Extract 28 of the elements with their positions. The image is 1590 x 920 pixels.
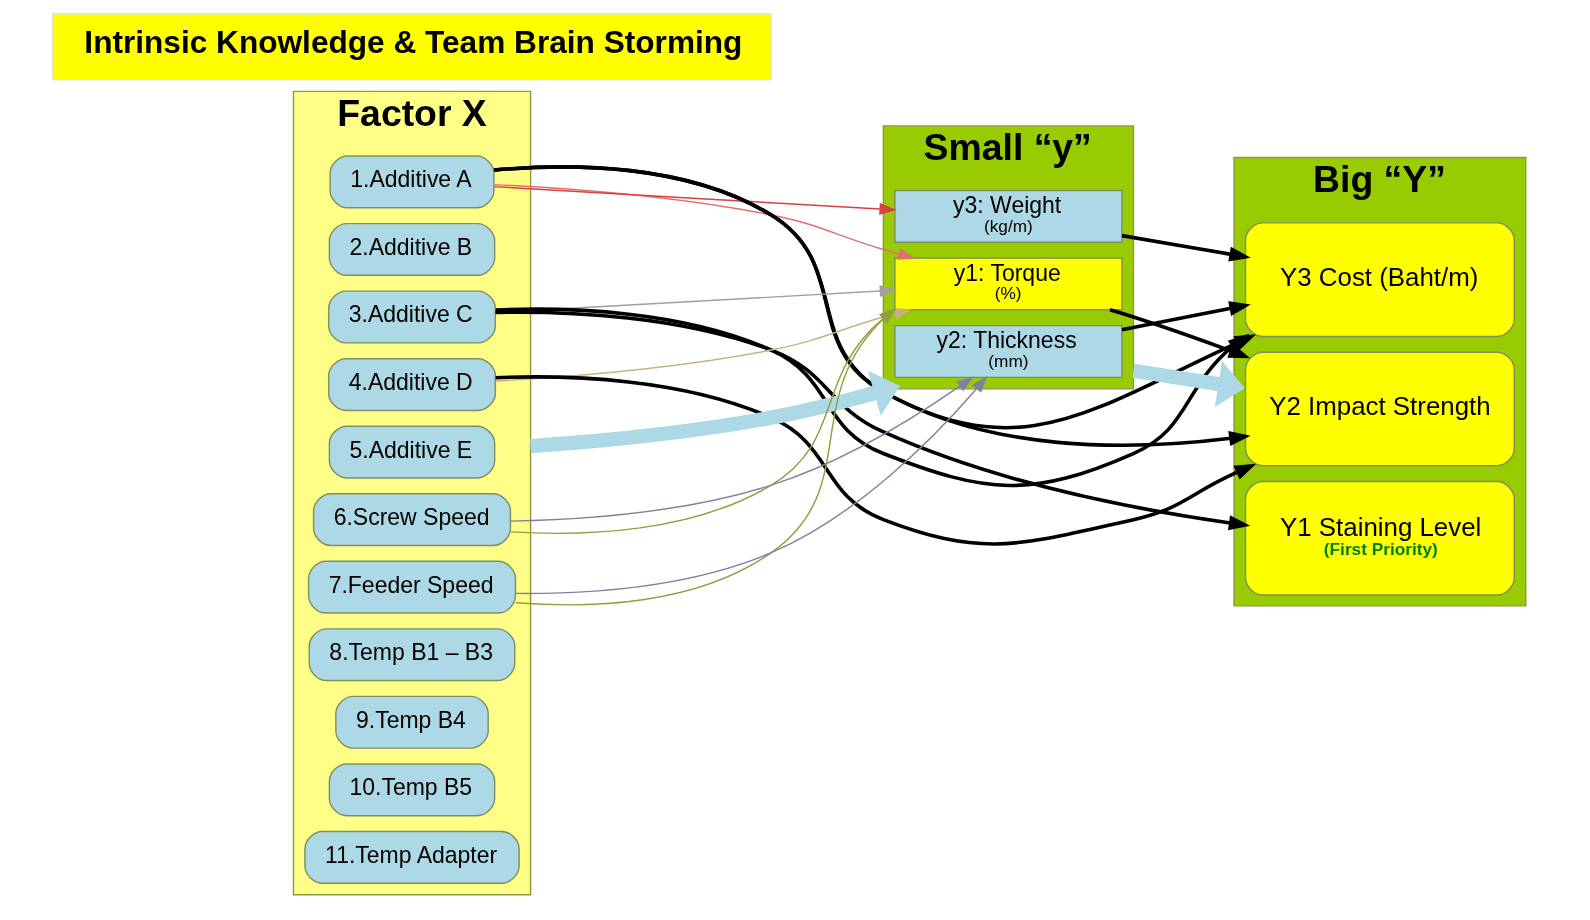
- node-box: y1: Torque (%): [894, 257, 1123, 311]
- node-box: 3.Additive C: [327, 290, 497, 344]
- arrow: [1132, 360, 1245, 408]
- node-box: Y1 Staining Level (First Priority): [1244, 480, 1515, 596]
- node-box: 5.Additive E: [328, 425, 496, 479]
- node-box: 7.Feeder Speed: [307, 560, 517, 614]
- arrow: [509, 376, 974, 522]
- arrow: [495, 375, 1257, 546]
- node-box: Y2 Impact Strength: [1244, 351, 1515, 467]
- node-box: 4.Additive D: [327, 357, 497, 412]
- arrow: [515, 375, 988, 595]
- node-box: 9.Temp B4: [335, 695, 489, 749]
- node-box: 2.Additive B: [328, 222, 496, 277]
- arrow: [1121, 233, 1251, 262]
- node-box: 11.Temp Adapter: [304, 830, 520, 884]
- arrow: [1121, 301, 1251, 332]
- arrow: [1109, 308, 1251, 359]
- node-box: y2: Thickness (mm): [894, 324, 1123, 379]
- node-box: Y3 Cost (Baht/m): [1244, 222, 1515, 338]
- node-box: 8.Temp B1 – B3: [308, 628, 516, 682]
- node-box: 10.Temp B5: [328, 763, 496, 817]
- arrow: [530, 370, 901, 454]
- node-box: 6.Screw Speed: [312, 493, 512, 547]
- arrow: [493, 185, 897, 216]
- arrow: [493, 183, 916, 260]
- node-box: 1.Additive A: [329, 155, 495, 209]
- node-box: y3: Weight (kg/m): [894, 189, 1123, 243]
- node-box: Intrinsic Knowledge & Team Brain Storming: [52, 13, 772, 81]
